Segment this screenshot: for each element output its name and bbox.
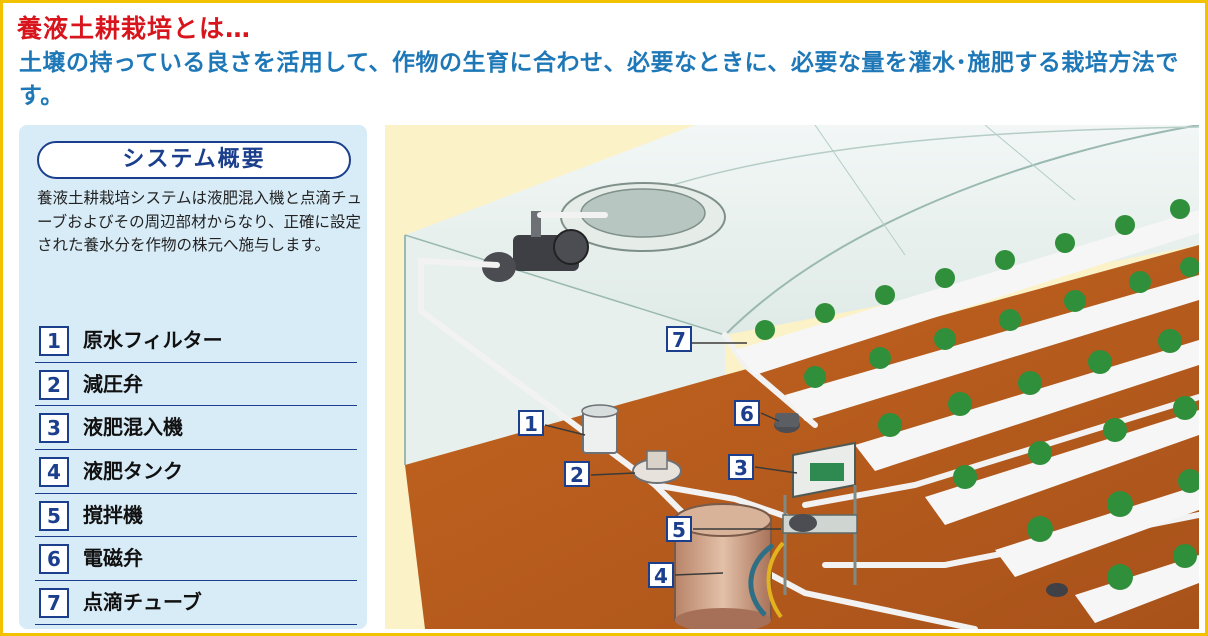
callout-2: 2 (564, 461, 590, 487)
legend-item: 2 減圧弁 (35, 363, 357, 407)
callout-1: 1 (518, 410, 544, 436)
legend-number: 2 (39, 369, 69, 400)
legend-label: 原水フィルター (83, 328, 223, 352)
legend-number: 1 (39, 326, 69, 356)
system-diagram: 7 6 1 2 3 5 4 (385, 125, 1199, 629)
legend-number: 6 (39, 544, 69, 575)
callout-6: 6 (734, 400, 760, 426)
callout-3: 3 (728, 454, 754, 480)
mixer (748, 514, 817, 619)
filter (581, 404, 619, 454)
svg-text:5: 5 (672, 518, 686, 542)
water-reservoir (560, 182, 726, 252)
legend-label: 電磁弁 (83, 546, 143, 571)
legend-item: 5 撹拌機 (35, 494, 357, 538)
svg-text:4: 4 (654, 564, 668, 588)
callout-7: 7 (666, 326, 692, 352)
callout-5: 5 (666, 516, 692, 542)
control-box (782, 441, 858, 595)
legend-label: 点滴チューブ (83, 590, 202, 615)
legend-label: 撹拌機 (83, 502, 143, 527)
callout-tags: 7 6 1 2 3 5 4 (518, 326, 760, 588)
legend-number: 3 (39, 413, 69, 444)
solenoid-valve (774, 413, 800, 433)
pressure-valve (632, 450, 682, 484)
page-title: 養液土耕栽培とは… (17, 14, 252, 43)
legend-label: 減圧弁 (83, 371, 143, 396)
legend-item: 7 点滴チューブ (35, 581, 357, 625)
legend-number: 4 (39, 457, 69, 488)
callout-4: 4 (648, 562, 674, 588)
legend-number: 7 (39, 588, 69, 619)
svg-text:7: 7 (672, 328, 686, 352)
legend-item: 1 原水フィルター (35, 319, 357, 363)
legend-label: 液肥タンク (83, 459, 183, 484)
system-panel: システム概要 養液土耕栽培システムは液肥混入機と点滴チューブおよびその周辺部材か… (19, 125, 367, 629)
system-description: 養液土耕栽培システムは液肥混入機と点滴チューブおよびその周辺部材からなり、正確に… (37, 189, 363, 254)
svg-text:1: 1 (524, 412, 538, 436)
dripper (1046, 583, 1068, 597)
system-heading: システム概要 (37, 141, 351, 179)
intro-text: 土壌の持っている良さを活用して、作物の生育に合わせ、必要なときに、必要な量を灌水… (19, 50, 1179, 109)
legend-item: 6 電磁弁 (35, 537, 357, 582)
legend-label: 液肥混入機 (83, 415, 183, 440)
svg-text:2: 2 (570, 463, 584, 487)
pump (482, 211, 589, 282)
legend-item: 4 液肥タンク (35, 450, 357, 494)
svg-text:3: 3 (734, 456, 748, 480)
svg-text:6: 6 (740, 402, 754, 426)
crop-rows (755, 199, 1199, 590)
callout-lines (544, 342, 798, 576)
mulch-beds (735, 210, 1199, 623)
legend-number: 5 (39, 500, 69, 531)
legend-item: 3 液肥混入機 (35, 406, 357, 451)
